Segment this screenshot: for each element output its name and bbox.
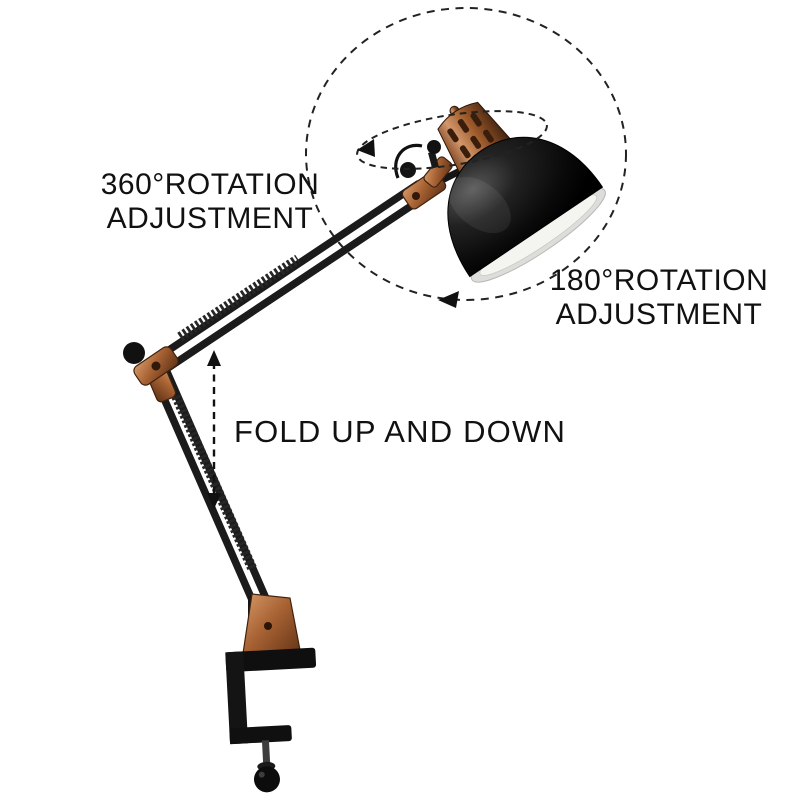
label-360-rotation: 360°ROTATION ADJUSTMENT — [88, 168, 332, 236]
upper-arm-spring — [177, 254, 301, 342]
joint-knob — [400, 162, 416, 178]
lamp-head — [437, 101, 606, 283]
upper-arm — [150, 180, 430, 376]
rotation-360-dashed-ellipse-icon — [356, 110, 548, 170]
label-360-rotation-line1: 360°ROTATION — [100, 168, 320, 201]
label-fold-up-down: FOLD UP AND DOWN — [233, 414, 567, 449]
switch-knob — [427, 140, 441, 154]
clamp-knob — [253, 766, 280, 793]
lower-arm-spring — [171, 393, 257, 571]
fold-arrow-icon — [207, 350, 221, 509]
label-360-rotation-line2: ADJUSTMENT — [106, 202, 314, 235]
table-clamp — [225, 647, 317, 793]
clamp-screw — [261, 740, 271, 765]
rotation-180-dashed-circle-icon — [305, 7, 627, 308]
cord-loop — [394, 143, 423, 179]
elbow-knob — [123, 342, 145, 364]
lower-arm — [148, 361, 272, 613]
cap-vent-slots — [447, 112, 494, 159]
label-180-rotation-line1: 180°ROTATION — [549, 264, 769, 297]
label-180-rotation: 180°ROTATION ADJUSTMENT — [543, 264, 775, 332]
lamp-shade — [447, 136, 604, 278]
elbow-joint — [123, 342, 179, 403]
rotation-180-arrowhead-icon — [438, 291, 459, 308]
rotation-360-arrowhead-icon — [357, 139, 375, 157]
label-180-rotation-line2: ADJUSTMENT — [555, 298, 763, 331]
base-bracket — [241, 593, 301, 661]
